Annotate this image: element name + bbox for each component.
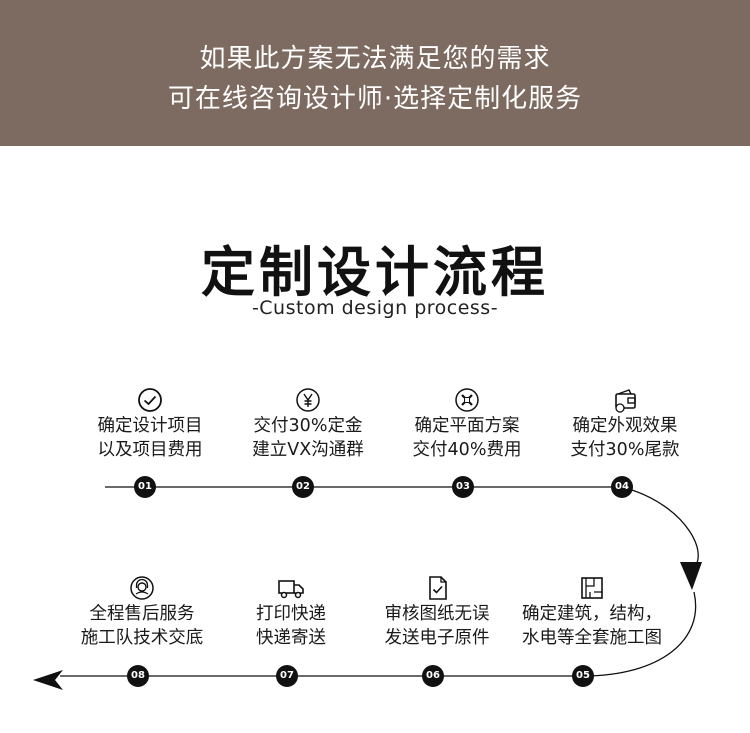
step-04: 确定外观效果 支付30%尾款 bbox=[550, 386, 700, 462]
step-06-line1: 审核图纸无误 bbox=[384, 604, 490, 624]
truck-icon bbox=[277, 574, 305, 602]
step-08: 全程售后服务 施工队技术交底 bbox=[67, 574, 217, 650]
step-number-02: 02 bbox=[292, 476, 314, 498]
step-08-line2: 施工队技术交底 bbox=[80, 628, 204, 648]
step-06: 审核图纸无误 发送电子原件 bbox=[362, 574, 512, 650]
step-02: 交付30%定金 建立VX沟通群 bbox=[233, 386, 383, 462]
step-number-01: 01 bbox=[134, 476, 156, 498]
step-03-line2: 交付40%费用 bbox=[412, 440, 522, 460]
step-03-line1: 确定平面方案 bbox=[414, 416, 520, 436]
step-02-line2: 建立VX沟通群 bbox=[252, 440, 364, 460]
step-number-07: 07 bbox=[276, 665, 298, 687]
step-number-04: 04 bbox=[611, 476, 633, 498]
step-03: 确定平面方案 交付40%费用 bbox=[392, 386, 542, 462]
step-04-line1: 确定外观效果 bbox=[572, 416, 678, 436]
step-07: 打印快递 快递寄送 bbox=[216, 574, 366, 650]
step-08-line1: 全程售后服务 bbox=[89, 604, 195, 624]
step-06-line2: 发送电子原件 bbox=[384, 628, 490, 648]
check-circle-icon bbox=[136, 386, 164, 414]
page-subtitle: -Custom design process- bbox=[251, 297, 499, 319]
step-01: 确定设计项目 以及项目费用 bbox=[75, 386, 225, 462]
curve-arrow-icon bbox=[680, 562, 702, 590]
step-07-line2: 快递寄送 bbox=[256, 628, 326, 648]
tools-circle-icon bbox=[453, 386, 481, 414]
curve-down-bottom bbox=[582, 591, 697, 677]
blueprint-icon bbox=[578, 574, 606, 602]
left-arrow-icon bbox=[33, 670, 63, 690]
step-01-line2: 以及项目费用 bbox=[97, 440, 203, 460]
step-05-line2: 水电等全套施工图 bbox=[522, 628, 662, 648]
curve-down-top bbox=[621, 486, 699, 571]
wallet-icon bbox=[611, 386, 639, 414]
step-number-05: 05 bbox=[572, 665, 594, 687]
yen-circle-icon bbox=[294, 386, 322, 414]
step-05-line1: 确定建筑，结构， bbox=[522, 604, 662, 624]
step-number-08: 08 bbox=[127, 665, 149, 687]
step-01-line1: 确定设计项目 bbox=[97, 416, 203, 436]
top-banner: 如果此方案无法满足您的需求 可在线咨询设计师·选择定制化服务 bbox=[0, 0, 750, 146]
service-agent-icon bbox=[128, 574, 156, 602]
step-05: 确定建筑，结构， 水电等全套施工图 bbox=[517, 574, 667, 650]
page-title: 定制设计流程 bbox=[201, 241, 549, 304]
step-number-03: 03 bbox=[452, 476, 474, 498]
step-number-06: 06 bbox=[422, 665, 444, 687]
banner-line-1: 如果此方案无法满足您的需求 bbox=[199, 44, 551, 74]
step-02-line1: 交付30%定金 bbox=[253, 416, 363, 436]
banner-line-2: 可在线咨询设计师·选择定制化服务 bbox=[167, 84, 583, 114]
document-check-icon bbox=[423, 574, 451, 602]
step-07-line1: 打印快递 bbox=[256, 604, 326, 624]
step-04-line2: 支付30%尾款 bbox=[570, 440, 680, 460]
